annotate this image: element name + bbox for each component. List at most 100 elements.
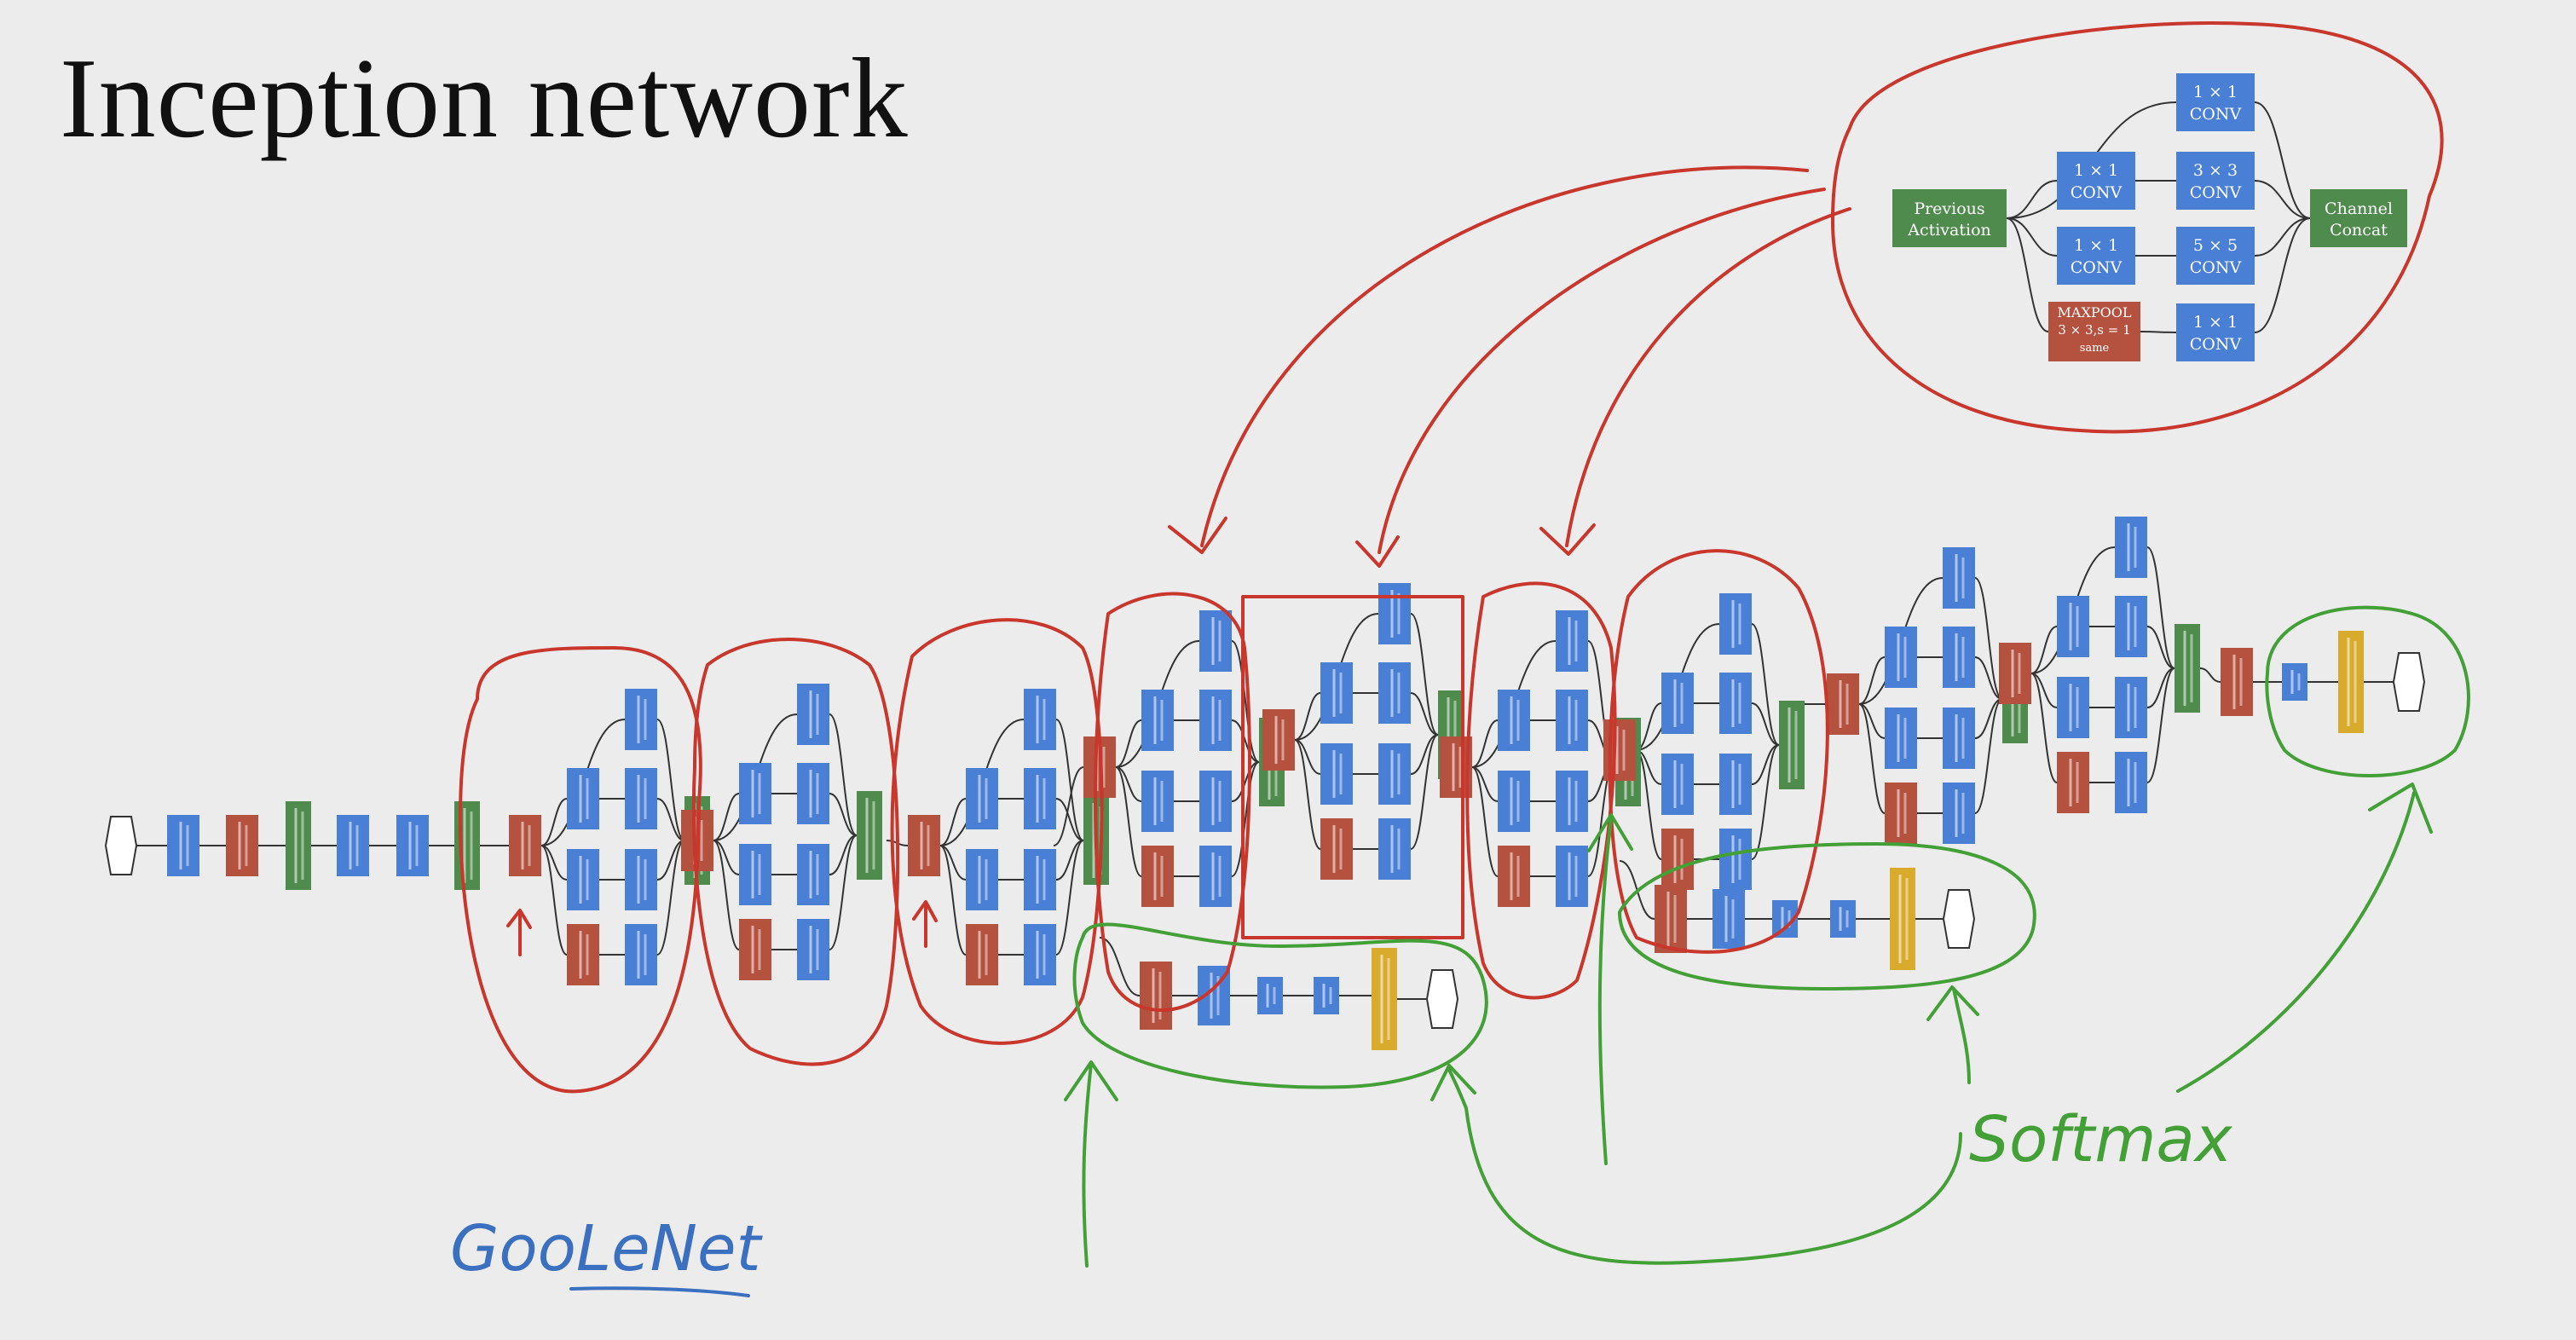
- inception-4a-branch-pool: [966, 924, 998, 985]
- inception-3b-conv-5x5: [797, 844, 829, 905]
- concat-label-line2: Concat: [2330, 221, 2388, 240]
- svg-text:3 × 3,s = 1: 3 × 3,s = 1: [2058, 322, 2130, 338]
- svg-text:same: same: [2080, 342, 2110, 355]
- softmax-handwriting: Softmax: [1969, 1103, 2233, 1176]
- inception-5a-conv-pool-proj: [1943, 783, 1975, 844]
- channel-concat-block: Channel Concat: [2310, 189, 2407, 247]
- red-box-module: [1241, 595, 1464, 939]
- connection: [2030, 673, 2058, 783]
- inception-4a-conv-5x5: [1024, 849, 1056, 910]
- inception-3b-conv-1x1: [797, 684, 829, 745]
- branch-5x5-conv: 5 × 5 CONV: [2176, 227, 2255, 285]
- module-connections: [2006, 101, 2311, 333]
- green-softmax-outline-1: [1072, 922, 1488, 1089]
- connection: [829, 835, 858, 875]
- previous-label-line1: Previous: [1914, 199, 1984, 218]
- green-arrow-2: [1447, 1068, 1962, 1265]
- connection: [1294, 739, 1321, 850]
- inception-4d-conv-reduce-b: [1498, 771, 1530, 832]
- inception-4e-conv-1x1: [1719, 593, 1752, 655]
- pen-annotations: Softmax GooLeNet: [450, 21, 2470, 1297]
- aux2-fc-2: [1830, 900, 1856, 938]
- branch-1x1-conv: 1 × 1 CONV: [2176, 73, 2255, 131]
- branch-1x1-conv-a: 1 × 1 CONV: [2057, 152, 2135, 210]
- inception-3a-conv-reduce-b: [567, 849, 599, 910]
- red-circle-2: [691, 638, 900, 1066]
- inception-4c-pool: [1262, 709, 1295, 771]
- inception-5b-conv-5x5: [2115, 677, 2147, 738]
- inception-4b-conv-reduce-b: [1141, 771, 1174, 832]
- svg-text:CONV: CONV: [2071, 258, 2123, 277]
- svg-text:CONV: CONV: [2071, 183, 2123, 202]
- inception-4a-conv-1x1: [1024, 689, 1056, 750]
- previous-label-line2: Activation: [1907, 221, 1991, 240]
- googlenet-underline: [569, 1286, 750, 1297]
- connection: [713, 793, 740, 841]
- connection: [1055, 840, 1084, 881]
- googlenet-handwriting: GooLeNet: [450, 1212, 764, 1285]
- head-fc: [2282, 663, 2307, 701]
- connection: [540, 845, 568, 956]
- stem-pool-1: [226, 815, 258, 876]
- aux2-pool: [1655, 885, 1687, 953]
- connection: [1471, 766, 1499, 802]
- connection: [1751, 744, 1780, 860]
- connection: [656, 840, 685, 956]
- page-title: Inception network: [60, 35, 909, 161]
- svg-text:CONV: CONV: [2190, 105, 2242, 124]
- connection: [939, 845, 967, 881]
- red-circle-5: [1465, 581, 1617, 1000]
- inception-3b-concat: [857, 791, 882, 880]
- connection: [939, 845, 967, 956]
- connection: [1231, 761, 1260, 802]
- svg-text:1 × 1: 1 × 1: [2193, 83, 2238, 101]
- svg-text:1 × 1: 1 × 1: [2074, 236, 2118, 255]
- branch-3x3-conv: 3 × 3 CONV: [2176, 152, 2255, 210]
- connection: [1751, 702, 1780, 746]
- connection: [1055, 719, 1084, 841]
- inception-3a-conv-pool-proj: [625, 924, 657, 985]
- inception-4e-concat: [1779, 701, 1805, 789]
- inception-4c-conv-pool-proj: [1378, 818, 1411, 880]
- inception-5a-conv-reduce-a: [1885, 627, 1917, 688]
- connection: [2030, 673, 2058, 708]
- connection: [1231, 640, 1260, 763]
- connection: [1294, 692, 1321, 741]
- module-connection: [2254, 217, 2311, 257]
- inception-5a-pool: [1827, 673, 1859, 735]
- inception-4d-conv-3x3: [1556, 690, 1588, 751]
- inception-4b-branch-pool: [1141, 846, 1174, 907]
- inception-4e-conv-reduce-b: [1661, 754, 1694, 815]
- connection: [1053, 766, 1084, 846]
- inception-4a-conv-pool-proj: [1024, 924, 1056, 985]
- head-softmax: [2392, 652, 2426, 712]
- input-node: [104, 816, 138, 875]
- red-up-arrow-1: [506, 909, 532, 956]
- green-arrow-3: [1597, 817, 1613, 1165]
- inception-4e-conv-3x3: [1719, 673, 1752, 734]
- stem-conv-2: [337, 815, 369, 876]
- green-arrow-4: [1952, 987, 1971, 1084]
- connection: [2146, 667, 2175, 708]
- connection: [2146, 546, 2175, 669]
- inception-5a-branch-pool: [1885, 783, 1917, 844]
- inception-5b-concat: [2175, 624, 2200, 713]
- connection: [1115, 719, 1142, 768]
- connection: [1858, 703, 1886, 814]
- connection: [1974, 698, 2003, 814]
- inception-4c-conv-1x1: [1378, 583, 1411, 644]
- aux1-fc-2: [1314, 977, 1339, 1014]
- red-arrow-2: [1378, 188, 1826, 554]
- connection: [1974, 577, 2003, 700]
- inception-3b-conv-reduce-a: [739, 763, 771, 824]
- connection: [656, 719, 685, 841]
- connection: [1751, 744, 1780, 785]
- inception-5a-conv-5x5: [1943, 708, 1975, 769]
- connection: [1858, 703, 1886, 739]
- head-avgpool: [2221, 648, 2253, 716]
- connection: [939, 798, 967, 846]
- connection: [1055, 798, 1084, 841]
- inception-4d-conv-5x5: [1556, 771, 1588, 832]
- inception-module-detail: Previous Activation Channel Concat 1 × 1…: [1892, 73, 2407, 361]
- inception-4a-pool: [908, 815, 940, 876]
